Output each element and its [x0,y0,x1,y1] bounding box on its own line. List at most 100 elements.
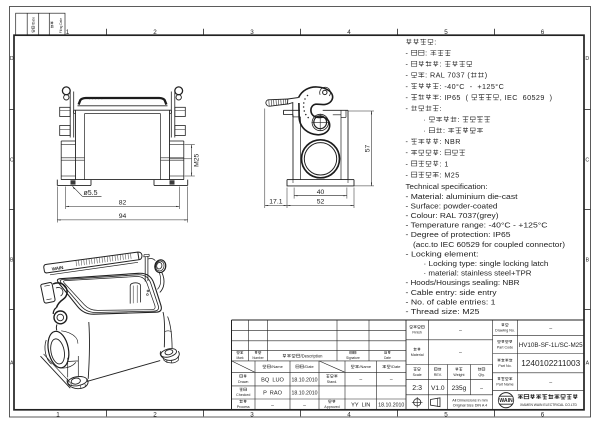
svg-text:/Date: /Date [304,364,314,369]
svg-text:4: 4 [347,412,351,419]
svg-text:57: 57 [364,144,371,152]
svg-text:ø5.5: ø5.5 [84,190,98,197]
svg-text:- Cable entry: side entry: - Cable entry: side entry [406,290,498,297]
svg-text:-: - [406,159,411,168]
svg-text:Checked: Checked [236,393,250,397]
svg-text:·: · [423,115,428,124]
svg-text:82: 82 [119,200,127,207]
svg-text:–: – [480,385,483,391]
svg-text:M25: M25 [194,153,201,166]
svg-text:·: · [423,126,428,135]
svg-text:C: C [585,158,589,164]
svg-text:- Degree of protection: IP65: - Degree of protection: IP65 [406,232,511,239]
svg-text:-: - [406,93,411,102]
svg-text:-: - [406,71,411,80]
svg-text:· Locking type: single locking: · Locking type: single locking latch [424,261,549,268]
svg-text:, IEC 60529 ): , IEC 60529 ) [500,93,553,102]
svg-text:3: 3 [250,412,254,419]
svg-text:Date: Date [384,356,391,360]
svg-text:–: – [549,326,552,332]
svg-text:Original Size DIN A 4: Original Size DIN A 4 [453,403,487,407]
svg-text:Mark: Mark [236,356,243,360]
svg-text:Qty.: Qty. [478,373,484,377]
svg-text:18.10.2010: 18.10.2010 [292,377,318,383]
svg-text:Number: Number [252,356,264,360]
svg-text:- Material: aluminium die-cast: - Material: aluminium die-cast [406,194,518,201]
svg-text:All Dimensions in mm: All Dimensions in mm [452,399,487,403]
svg-text:/Name: /Name [271,364,283,369]
svg-text:C: C [10,158,14,164]
svg-text:/Date: /Date [391,364,401,369]
svg-text:–: – [549,380,552,386]
svg-text:–: – [271,402,274,408]
svg-text:/Date: /Date [32,17,36,25]
svg-text:YY LIN: YY LIN [351,403,370,409]
svg-text:40: 40 [317,189,325,196]
svg-text:Technical specification:: Technical specification: [406,184,488,191]
svg-text:-: - [406,60,411,69]
svg-text:Filing Date: Filing Date [59,18,63,33]
svg-text:1240102211003: 1240102211003 [521,358,580,368]
svg-text:B: B [586,258,590,264]
svg-text:): ) [485,71,488,80]
svg-text:6: 6 [541,29,545,36]
svg-text:18.10.2010: 18.10.2010 [292,391,318,397]
svg-text:/Description: /Description [301,354,323,359]
svg-text:1: 1 [56,412,60,419]
svg-text:: NBR: : NBR [440,137,461,146]
svg-text::: : [440,60,445,69]
svg-text:-: - [406,49,411,58]
svg-text:2:3: 2:3 [412,385,422,392]
svg-text:- Locking element:: - Locking element: [406,251,479,258]
svg-text:–: – [390,377,393,383]
svg-text:–: – [459,350,462,356]
svg-text::: : [425,49,430,58]
svg-text:REV.: REV. [434,373,442,377]
svg-text:Stand.: Stand. [327,380,337,384]
svg-text:: -40°C - +125°C: : -40°C - +125°C [440,82,505,91]
svg-text:5: 5 [444,29,448,36]
svg-text::: : [434,38,436,47]
svg-text:5: 5 [444,412,448,419]
svg-text:- Thread size: M25: - Thread size: M25 [406,309,480,316]
svg-text:235g: 235g [452,385,467,392]
svg-text:- No. of cable entries: 1: - No. of cable entries: 1 [406,299,496,306]
svg-text:Scale: Scale [413,373,422,377]
svg-text::: : [457,115,462,124]
svg-text:XIAMEN WAIN ELECTRICAL CO.LTD: XIAMEN WAIN ELECTRICAL CO.LTD [520,403,577,407]
svg-text:Signature: Signature [346,356,360,360]
svg-text:–: – [359,377,362,383]
svg-text:WAIN: WAIN [51,265,63,272]
svg-text:-: - [406,137,411,146]
svg-text:Drawn: Drawn [238,380,248,384]
svg-text:: 1: : 1 [440,159,449,168]
svg-text:Finish: Finish [412,331,422,335]
svg-text:17.1: 17.1 [269,199,282,206]
svg-text:Weight: Weight [453,373,464,377]
svg-text:WAIN: WAIN [499,398,513,404]
svg-text:Approved: Approved [324,405,339,409]
svg-text:: M25: : M25 [440,170,460,179]
svg-text:(acc.to IEC 60529 for coupled: (acc.to IEC 60529 for coupled connector) [413,242,565,249]
svg-text:Drawing No.: Drawing No. [495,329,515,333]
svg-text:–: – [459,328,462,334]
svg-text::: : [440,148,445,157]
svg-text:Part No.: Part No. [498,364,511,368]
svg-text:: IP65 (: : IP65 ( [440,93,471,102]
svg-text:- Surface: powder-coated: - Surface: powder-coated [406,203,498,210]
svg-text:- Hoods/Housings sealing: NBR: - Hoods/Housings sealing: NBR [406,280,520,287]
svg-text:- Colour: RAL 7037(grey): - Colour: RAL 7037(grey) [406,213,499,220]
svg-text:A: A [586,360,590,366]
svg-text:18.10.2010: 18.10.2010 [378,403,404,409]
svg-text:· material: stainless steel+TP: · material: stainless steel+TPR [424,271,532,278]
svg-text:B: B [10,258,14,264]
svg-text:Process: Process [237,405,250,409]
svg-text:2: 2 [153,29,157,36]
svg-text:3: 3 [250,29,254,36]
svg-text:BQ LUO: BQ LUO [261,377,284,383]
svg-text:Part Name: Part Name [496,382,513,386]
svg-text:D: D [585,56,589,62]
svg-text:HV10B-SF-1L/SC-M25: HV10B-SF-1L/SC-M25 [519,342,583,349]
svg-text:-: - [406,170,411,179]
svg-text:Material: Material [411,353,424,357]
